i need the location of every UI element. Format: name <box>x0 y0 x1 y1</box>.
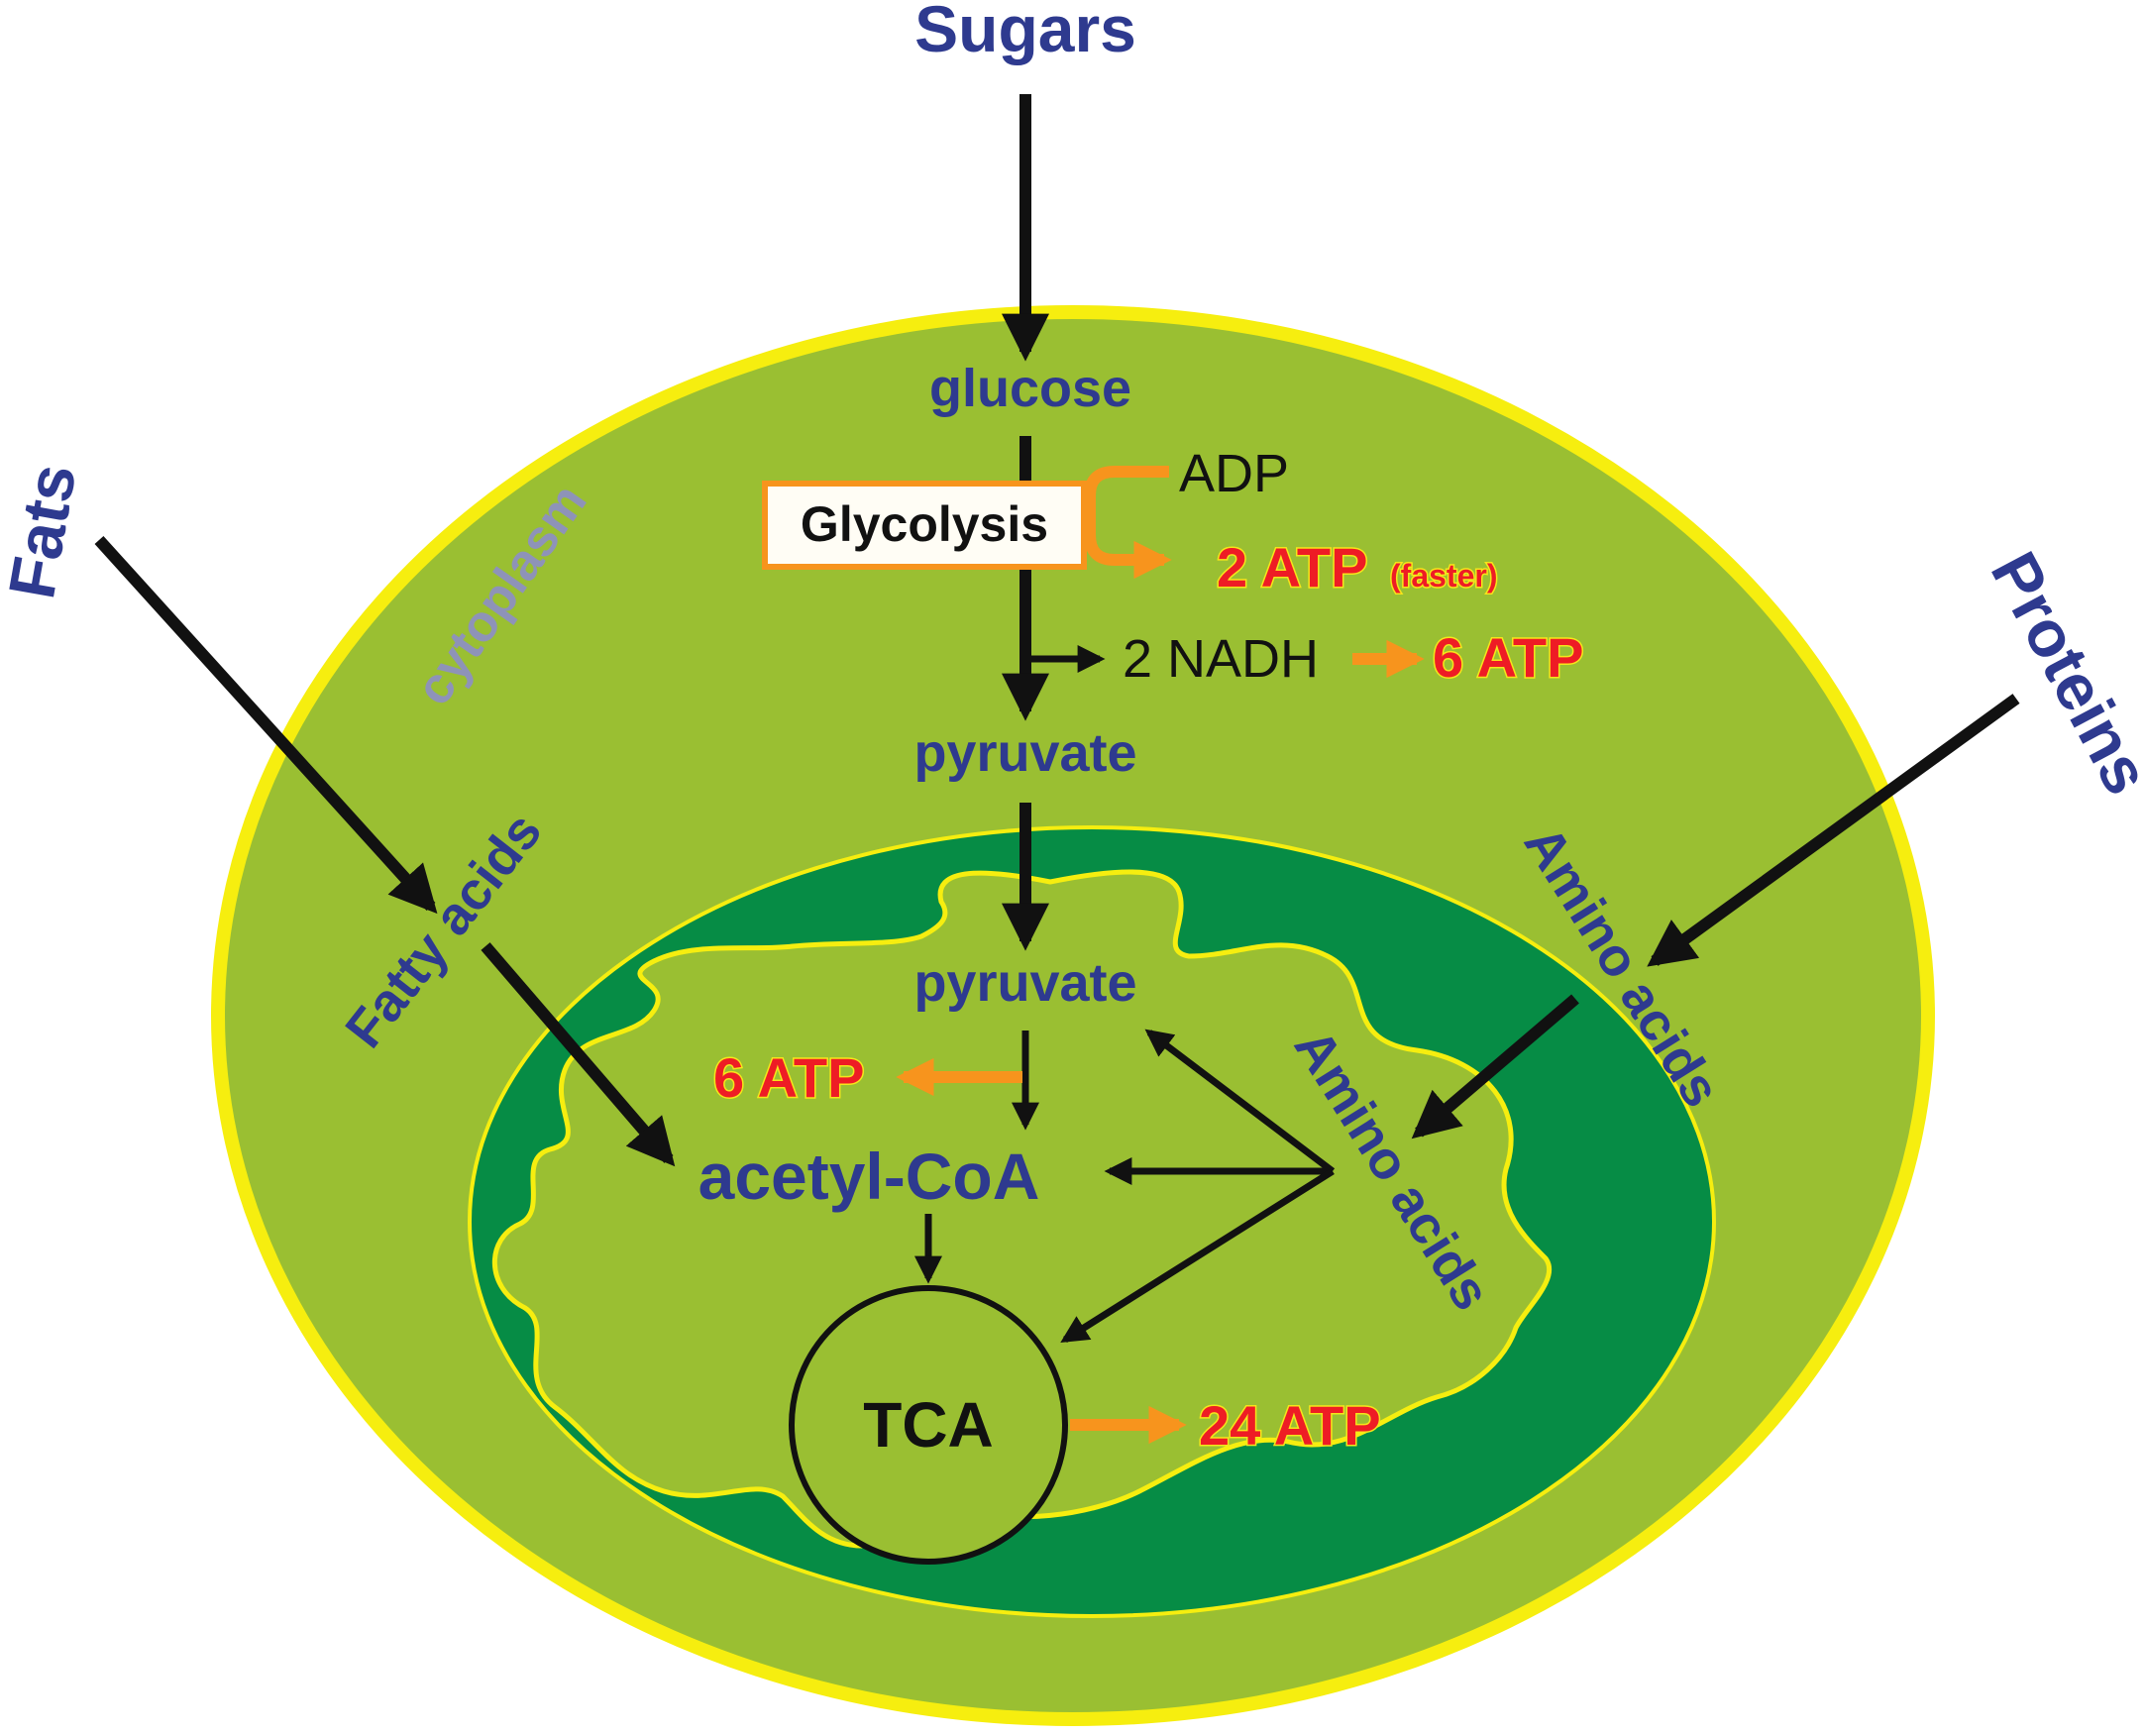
tca-label: TCA <box>863 1389 994 1461</box>
proteins-label: Proteins <box>1978 540 2145 806</box>
tca-cycle <box>789 1285 1068 1565</box>
arrow-fattyacids-to-acetylcoa <box>481 942 676 1167</box>
glycolysis-atp-label: 2 ATP <box>1217 536 1367 598</box>
pathway-arrows <box>94 94 2020 1343</box>
arrow-adp-to-atp <box>1084 466 1172 580</box>
tca-atp-label: 24 ATP <box>1199 1394 1381 1457</box>
nadh-label: 2 NADH <box>1123 629 1319 689</box>
arrow-aminoacids-to-tca <box>1060 1168 1335 1343</box>
nadh-atp-label: 6 ATP <box>1433 626 1583 689</box>
pyruvate-cytoplasm-label: pyruvate <box>913 723 1136 783</box>
acetyl-coa-label: acetyl-CoA <box>698 1139 1040 1213</box>
glycolysis-box <box>762 481 1087 570</box>
pyruvate-atp-label: 6 ATP <box>713 1046 864 1109</box>
energy-arrows <box>896 466 1425 1445</box>
pyruvate-mito-label: pyruvate <box>913 953 1136 1013</box>
fats-label: Fats <box>0 459 90 604</box>
arrow-proteins-to-aminoacids <box>1647 694 2020 967</box>
glucose-label: glucose <box>929 359 1131 418</box>
arrow-aminoacids-to-pyruvate <box>1144 1029 1336 1174</box>
glycolysis-atp-note: (faster) <box>1390 558 1497 594</box>
sugars-label: Sugars <box>914 0 1136 65</box>
arrow-fats-to-fattyacids <box>94 535 438 915</box>
adp-label: ADP <box>1179 444 1289 503</box>
glycolysis-label: Glycolysis <box>801 496 1048 552</box>
arrow-aminoacids-into-mito <box>1411 994 1579 1139</box>
